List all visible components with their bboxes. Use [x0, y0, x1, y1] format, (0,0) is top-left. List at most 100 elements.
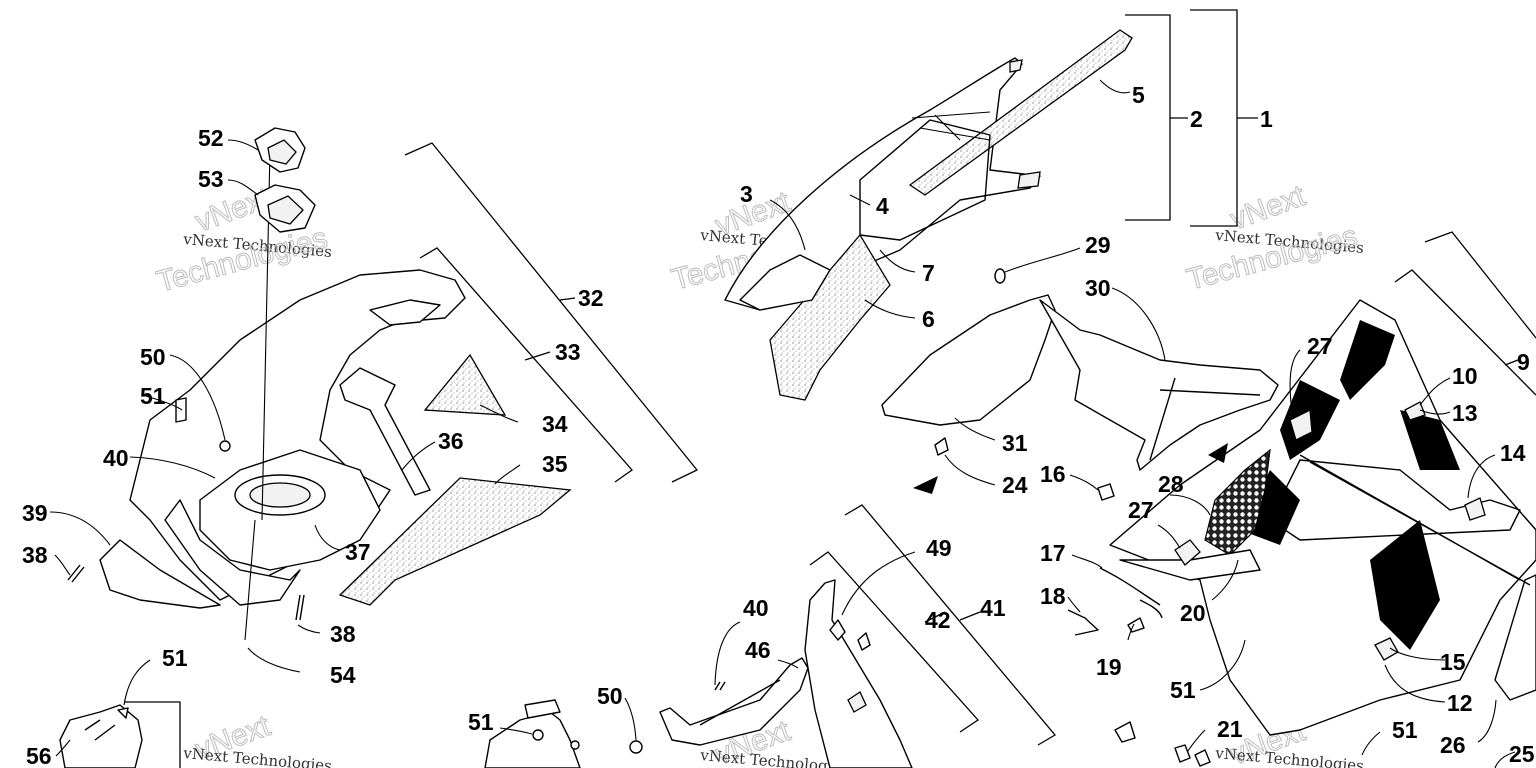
bracket-1 [1190, 9, 1258, 227]
callout-40a: 40 [103, 445, 129, 471]
duct-30 [1039, 299, 1279, 471]
watermark-technologies-1: Technologies [153, 222, 331, 299]
vent-detail [369, 299, 441, 326]
side-panel-assembly [881, 268, 1279, 494]
hood-inner-panel [859, 119, 991, 241]
bracket-9b [1394, 269, 1536, 396]
callout-15: 15 [1440, 649, 1466, 675]
dash-panel-main [1109, 299, 1536, 736]
graphic-stripe-4 [1370, 520, 1440, 650]
callout-10: 10 [1452, 363, 1478, 389]
foam-27a [1289, 408, 1313, 441]
callout-20: 20 [1180, 600, 1206, 626]
bracket-2 [1125, 14, 1188, 221]
bracket-41 [844, 504, 1056, 746]
callout-38b: 38 [330, 621, 356, 647]
panel-46 [659, 657, 809, 746]
callout-49: 49 [926, 535, 952, 561]
grab-bar [1299, 454, 1531, 586]
callout-50b: 50 [597, 683, 623, 709]
side-panel-40 [164, 499, 301, 606]
callout-27b: 27 [1128, 497, 1154, 523]
callout-21: 21 [1217, 716, 1243, 742]
callout-3: 3 [740, 181, 753, 207]
callout-56: 56 [26, 743, 52, 768]
callout-32: 32 [578, 285, 604, 311]
clip-16 [1097, 483, 1115, 501]
callout-51b: 51 [162, 645, 188, 671]
graphic-stripe-5 [1400, 410, 1460, 470]
callout-39: 39 [22, 500, 48, 526]
connector-18 [1067, 609, 1099, 636]
callout-35: 35 [542, 451, 568, 477]
callout-1: 1 [1260, 106, 1273, 132]
bracket-50 [484, 711, 581, 768]
callout-labels: 1 2 3 4 5 6 7 9 10 12 13 14 15 16 17 18 … [22, 82, 1535, 768]
callout-36: 36 [438, 428, 464, 454]
callout-24: 24 [1002, 472, 1028, 498]
callout-6: 6 [922, 306, 935, 332]
callout-53: 53 [198, 166, 224, 192]
callout-33: 33 [555, 339, 581, 365]
callout-4: 4 [876, 193, 889, 219]
hood-trim-6 [769, 233, 891, 401]
pad-35 [338, 477, 572, 606]
callout-52: 52 [198, 125, 224, 151]
foam-14 [1464, 497, 1486, 521]
callout-28: 28 [1158, 471, 1184, 497]
hood-seal-5 [908, 29, 1133, 196]
callout-9: 9 [1517, 349, 1530, 375]
callout-37: 37 [345, 539, 371, 565]
callout-40b: 40 [743, 595, 769, 621]
wire-17 [1099, 567, 1161, 606]
callout-25: 25 [1509, 741, 1535, 767]
callout-27a: 27 [1307, 333, 1333, 359]
dash-assembly [1067, 299, 1536, 736]
callout-30: 30 [1085, 275, 1111, 301]
callout-51d: 51 [1170, 677, 1196, 703]
nose-piece-39 [99, 539, 221, 609]
callout-19: 19 [1096, 654, 1122, 680]
callout-12: 12 [1447, 690, 1473, 716]
callout-51c: 51 [468, 709, 494, 735]
callout-18: 18 [1040, 583, 1066, 609]
callout-46: 46 [745, 637, 771, 663]
trim-26 [1494, 574, 1536, 701]
bracket-9 [1424, 231, 1536, 339]
bracket-42 [809, 551, 979, 733]
callout-14: 14 [1500, 440, 1526, 466]
callout-34: 34 [542, 411, 568, 437]
foam-27b [1174, 539, 1201, 566]
callout-41: 41 [980, 595, 1006, 621]
hood-lower-3 [739, 254, 831, 311]
panel-inner [699, 679, 781, 726]
foam-10 [1404, 401, 1426, 421]
callout-38a: 38 [22, 542, 48, 568]
bracket-50-tab [524, 699, 561, 719]
bracket-32 [404, 142, 699, 483]
lower-side-assembly [484, 579, 913, 768]
panel-frame [1269, 459, 1521, 541]
bracket-56 [125, 701, 181, 768]
cover-56 [59, 704, 143, 768]
side-cover-42 [804, 579, 913, 768]
duct-inner [1149, 377, 1261, 461]
callout-26: 26 [1440, 732, 1466, 758]
callout-2: 2 [1190, 106, 1203, 132]
bracket-33 [419, 247, 633, 483]
bottom-left-assembly [59, 701, 181, 768]
callout-17: 17 [1040, 540, 1066, 566]
side-panel-31 [881, 294, 1056, 426]
callout-5: 5 [1132, 82, 1145, 108]
pad-34 [423, 353, 507, 416]
callout-31: 31 [1002, 430, 1028, 456]
front-body-assembly [67, 127, 572, 641]
callout-51a: 51 [140, 383, 166, 409]
callout-50a: 50 [140, 344, 166, 370]
callout-29: 29 [1085, 232, 1111, 258]
callout-13: 13 [1452, 400, 1478, 426]
callout-7: 7 [922, 260, 935, 286]
callout-42: 42 [925, 607, 951, 633]
callout-51e: 51 [1392, 717, 1418, 743]
